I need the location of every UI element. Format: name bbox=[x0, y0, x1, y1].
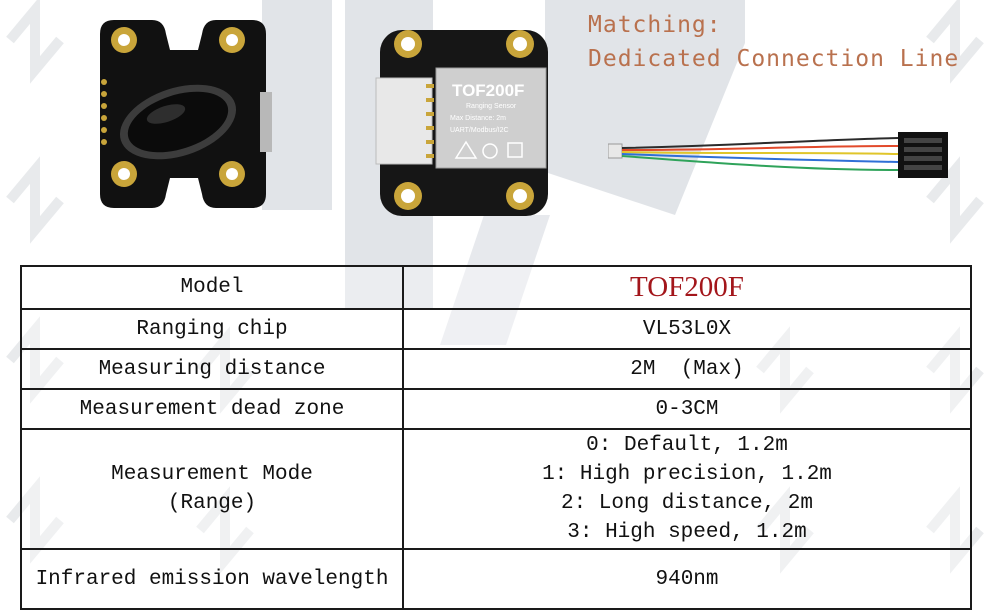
measurement-mode-value: 0: Default, 1.2m 1: High precision, 1.2m… bbox=[402, 428, 972, 550]
module-spec2-text: UART/Modbus/I2C bbox=[450, 127, 509, 134]
model-key: Model bbox=[20, 265, 404, 310]
wavelength-key: Infrared emission wavelength bbox=[20, 548, 404, 610]
table-row: Measuring distance 2M (Max) bbox=[20, 348, 972, 390]
measurement-mode-key-line2: (Range) bbox=[167, 492, 257, 515]
module-front-image: TOF200F Ranging Sensor Max Distance: 2m … bbox=[375, 30, 548, 216]
measuring-distance-value: 2M (Max) bbox=[402, 348, 972, 390]
module-spec1-text: Max Distance: 2m bbox=[450, 115, 506, 122]
mode-value-3: 3: High speed, 1.2m bbox=[567, 521, 807, 544]
matching-caption: Matching: Dedicated Connection Line bbox=[588, 8, 959, 76]
measurement-mode-key-line1: Measurement Mode bbox=[111, 463, 313, 486]
spec-table: Model TOF200F Ranging chip VL53L0X Measu… bbox=[20, 265, 972, 610]
table-row: Measurement Mode (Range) 0: Default, 1.2… bbox=[20, 428, 972, 550]
dead-zone-value: 0-3CM bbox=[402, 388, 972, 430]
measuring-distance-key: Measuring distance bbox=[20, 348, 404, 390]
module-back-image bbox=[100, 20, 272, 208]
module-subtitle-text: Ranging Sensor bbox=[466, 103, 517, 110]
dead-zone-key: Measurement dead zone bbox=[20, 388, 404, 430]
module-brand-text: TOF200F bbox=[452, 81, 524, 100]
measurement-mode-key: Measurement Mode (Range) bbox=[20, 428, 404, 550]
wavelength-value: 940nm bbox=[402, 548, 972, 610]
model-value-text: TOF200F bbox=[630, 271, 744, 303]
mode-value-2: 2: Long distance, 2m bbox=[560, 492, 814, 515]
mode-value-1: 1: High precision, 1.2m bbox=[542, 463, 832, 486]
caption-line-1: Matching: bbox=[588, 12, 722, 38]
ranging-chip-key: Ranging chip bbox=[20, 308, 404, 350]
connection-cable-image bbox=[608, 132, 948, 178]
table-row: Measurement dead zone 0-3CM bbox=[20, 388, 972, 430]
table-row: Ranging chip VL53L0X bbox=[20, 308, 972, 350]
model-value: TOF200F bbox=[402, 265, 972, 310]
mode-value-0: 0: Default, 1.2m bbox=[586, 434, 788, 457]
caption-line-2: Dedicated Connection Line bbox=[588, 46, 960, 72]
table-row: Model TOF200F bbox=[20, 265, 972, 310]
table-row: Infrared emission wavelength 940nm bbox=[20, 548, 972, 610]
ranging-chip-value: VL53L0X bbox=[402, 308, 972, 350]
watermark-bar-1 bbox=[262, 0, 332, 210]
